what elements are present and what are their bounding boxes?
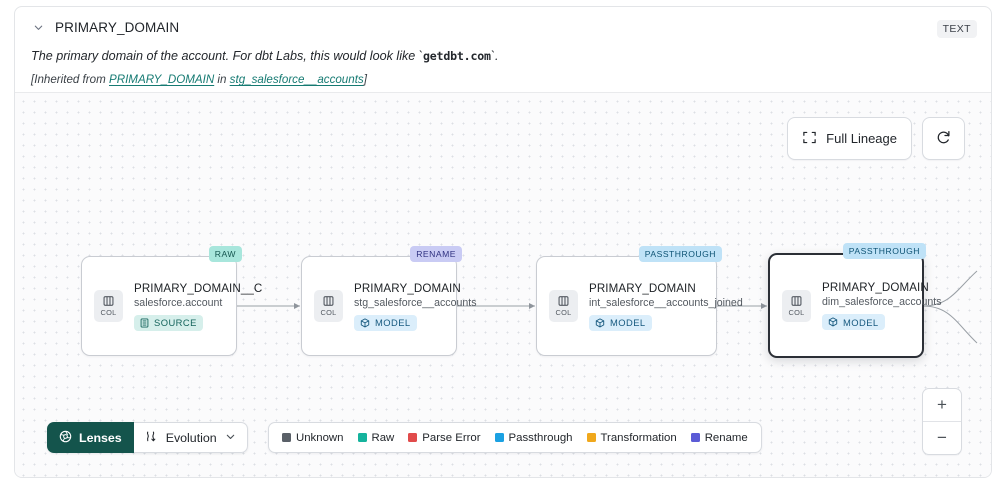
full-lineage-label: Full Lineage [826,131,897,146]
chevron-down-icon[interactable] [29,18,47,36]
lenses-label: Lenses [79,430,122,445]
column-tag: COL [782,289,811,322]
legend-swatch [282,433,291,442]
node-badge: PASSTHROUGH [638,246,722,262]
node-column-name: PRIMARY_DOMAIN [354,281,461,295]
legend-item: Passthrough [494,431,573,444]
node-dataset-name: dim_salesforce_accounts [822,296,942,308]
zoom-out-button[interactable]: − [937,428,947,447]
node-kind-chip: MODEL [354,314,417,331]
node-kind-chip: MODEL [589,314,652,331]
column-tag-label: COL [555,308,572,317]
column-icon [103,296,114,306]
column-tag-label: COL [100,308,117,317]
legend-swatch [357,433,367,442]
node-kind-label: MODEL [375,317,411,328]
node-kind-label: MODEL [610,317,646,328]
node-badge: RAW [208,246,242,262]
legend-label: Unknown [296,431,344,444]
node-kind-label: MODEL [843,316,879,328]
legend-label: Rename [704,431,748,444]
legend-label: Transformation [600,431,677,444]
node-dataset-name: int_salesforce__accounts_joined [589,296,743,309]
legend-label: Passthrough [508,431,573,444]
lineage-node[interactable]: PASSTHROUGH COL PRIMARY_DOMAIN int_sales… [536,246,743,356]
legend-swatch [408,433,418,442]
column-icon [558,296,569,306]
zoom-controls: + − [922,388,962,455]
panel-header: PRIMARY_DOMAIN TEXT The primary domain o… [15,11,991,96]
node-kind-chip: SOURCE [134,314,203,331]
node-column-name: PRIMARY_DOMAIN [822,281,929,294]
node-column-name: PRIMARY_DOMAIN [589,281,696,295]
legend-item: Rename [690,431,748,444]
lineage-node[interactable]: RAW COL PRIMARY_DOMAIN__C salesforce.acc… [81,246,262,356]
inherited-column-link[interactable]: PRIMARY_DOMAIN [108,73,215,86]
description-prefix: The primary domain of the account. For d… [31,49,423,63]
zoom-divider [923,421,961,422]
column-icon [323,296,334,306]
node-dataset-name: stg_salesforce__accounts [354,296,477,309]
chevron-down-icon [225,431,236,445]
legend-swatch [494,433,504,442]
description-code: getdbt.com [423,49,491,63]
node-badge: PASSTHROUGH [842,243,926,259]
evolution-dropdown[interactable]: Evolution [133,422,248,453]
cube-icon [828,317,838,327]
legend-item: Unknown [282,432,344,444]
flow-icon [145,430,158,446]
column-icon [791,295,802,306]
inherited-middle: in [214,73,230,86]
lineage-canvas[interactable]: Full Lineage RAW COL PRIMA [15,92,991,477]
legend-swatch [690,433,700,442]
zoom-in-button[interactable]: + [937,395,947,414]
refresh-icon [935,129,952,149]
lineage-edges [236,270,978,344]
evolution-label: Evolution [165,430,217,445]
lineage-node[interactable]: RENAME COL PRIMARY_DOMAIN stg_salesforce… [301,246,477,356]
page-title: PRIMARY_DOMAIN [55,19,180,35]
column-description: The primary domain of the account. For d… [31,48,977,65]
inherited-suffix: ] [363,73,367,86]
legend-item: Raw [357,431,395,444]
column-tag: COL [314,290,343,322]
refresh-button[interactable] [922,117,965,160]
inherited-from-note: [Inherited from PRIMARY_DOMAIN in stg_sa… [31,73,977,86]
node-kind-label: SOURCE [154,317,197,328]
cube-icon [360,317,370,328]
column-tag: COL [94,290,123,322]
legend-swatch [586,433,596,442]
expand-corners-icon [802,130,817,148]
description-suffix: `. [490,49,499,63]
inherited-prefix: [Inherited from [31,73,109,86]
legend-label: Parse Error [422,431,481,444]
cube-icon [595,317,605,328]
lineage-toolbar: Full Lineage [787,117,965,160]
database-icon [140,318,149,327]
column-tag: COL [549,290,578,322]
legend-item: Transformation [586,431,677,444]
lenses-control-group: Lenses Evolution [47,422,248,453]
column-type-badge: TEXT [936,20,977,38]
full-lineage-button[interactable]: Full Lineage [787,117,912,160]
node-badge: RENAME [410,246,462,262]
legend-item: Parse Error [408,431,481,444]
column-detail-panel: PRIMARY_DOMAIN TEXT The primary domain o… [14,6,992,478]
legend-label: Raw [371,431,395,444]
node-column-name: PRIMARY_DOMAIN__C [134,281,263,295]
lineage-legend: Unknown Raw Parse Error Passthrough Tran… [268,422,762,453]
node-kind-chip: MODEL [822,314,885,330]
column-tag-label: COL [788,307,805,317]
column-tag-label: COL [320,308,337,317]
inherited-model-link[interactable]: stg_salesforce__accounts [229,73,364,86]
aperture-icon [59,430,72,446]
node-dataset-name: salesforce.account [134,296,223,309]
lenses-button[interactable]: Lenses [47,422,134,453]
lineage-node-selected[interactable]: PASSTHROUGH COL PRIMARY_DOMAIN dim_sales… [768,243,942,358]
